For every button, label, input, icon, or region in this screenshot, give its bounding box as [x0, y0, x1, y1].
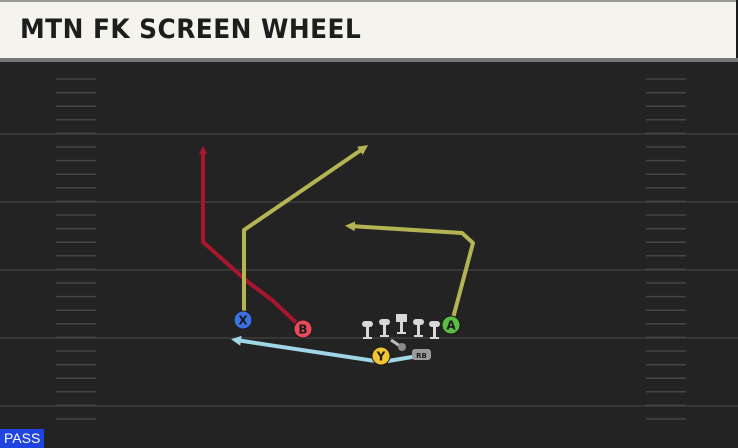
- center-icon: [396, 314, 407, 334]
- player-rb: RB: [412, 349, 431, 360]
- player-y-label: Y: [376, 350, 386, 364]
- player-a: A: [441, 315, 461, 335]
- player-b: B: [293, 319, 313, 339]
- title-bar: MTN FK SCREEN WHEEL: [0, 0, 738, 62]
- player-a-label: A: [446, 319, 456, 333]
- yard-lines: [0, 133, 738, 407]
- player-x: X: [233, 310, 253, 330]
- play-type-badge: PASS: [0, 429, 45, 448]
- play-title: MTN FK SCREEN WHEEL: [20, 14, 362, 45]
- player-rb-label: RB: [416, 352, 427, 360]
- lineman-icon: [362, 321, 373, 339]
- route-y: [231, 335, 420, 364]
- route-b: [199, 146, 304, 330]
- lineman-icon: [413, 319, 424, 337]
- player-b-label: B: [298, 323, 307, 337]
- hash-marks: [56, 78, 686, 420]
- route-x: [242, 145, 369, 320]
- lineman-icon: [429, 321, 440, 339]
- routes: [199, 145, 475, 364]
- route-a: [345, 221, 475, 324]
- player-x-label: X: [238, 314, 248, 328]
- field: [0, 62, 738, 448]
- quarterback-icon: [390, 338, 406, 351]
- player-y: Y: [371, 346, 391, 366]
- lineman-icon: [379, 319, 390, 337]
- offensive-line: [362, 314, 440, 351]
